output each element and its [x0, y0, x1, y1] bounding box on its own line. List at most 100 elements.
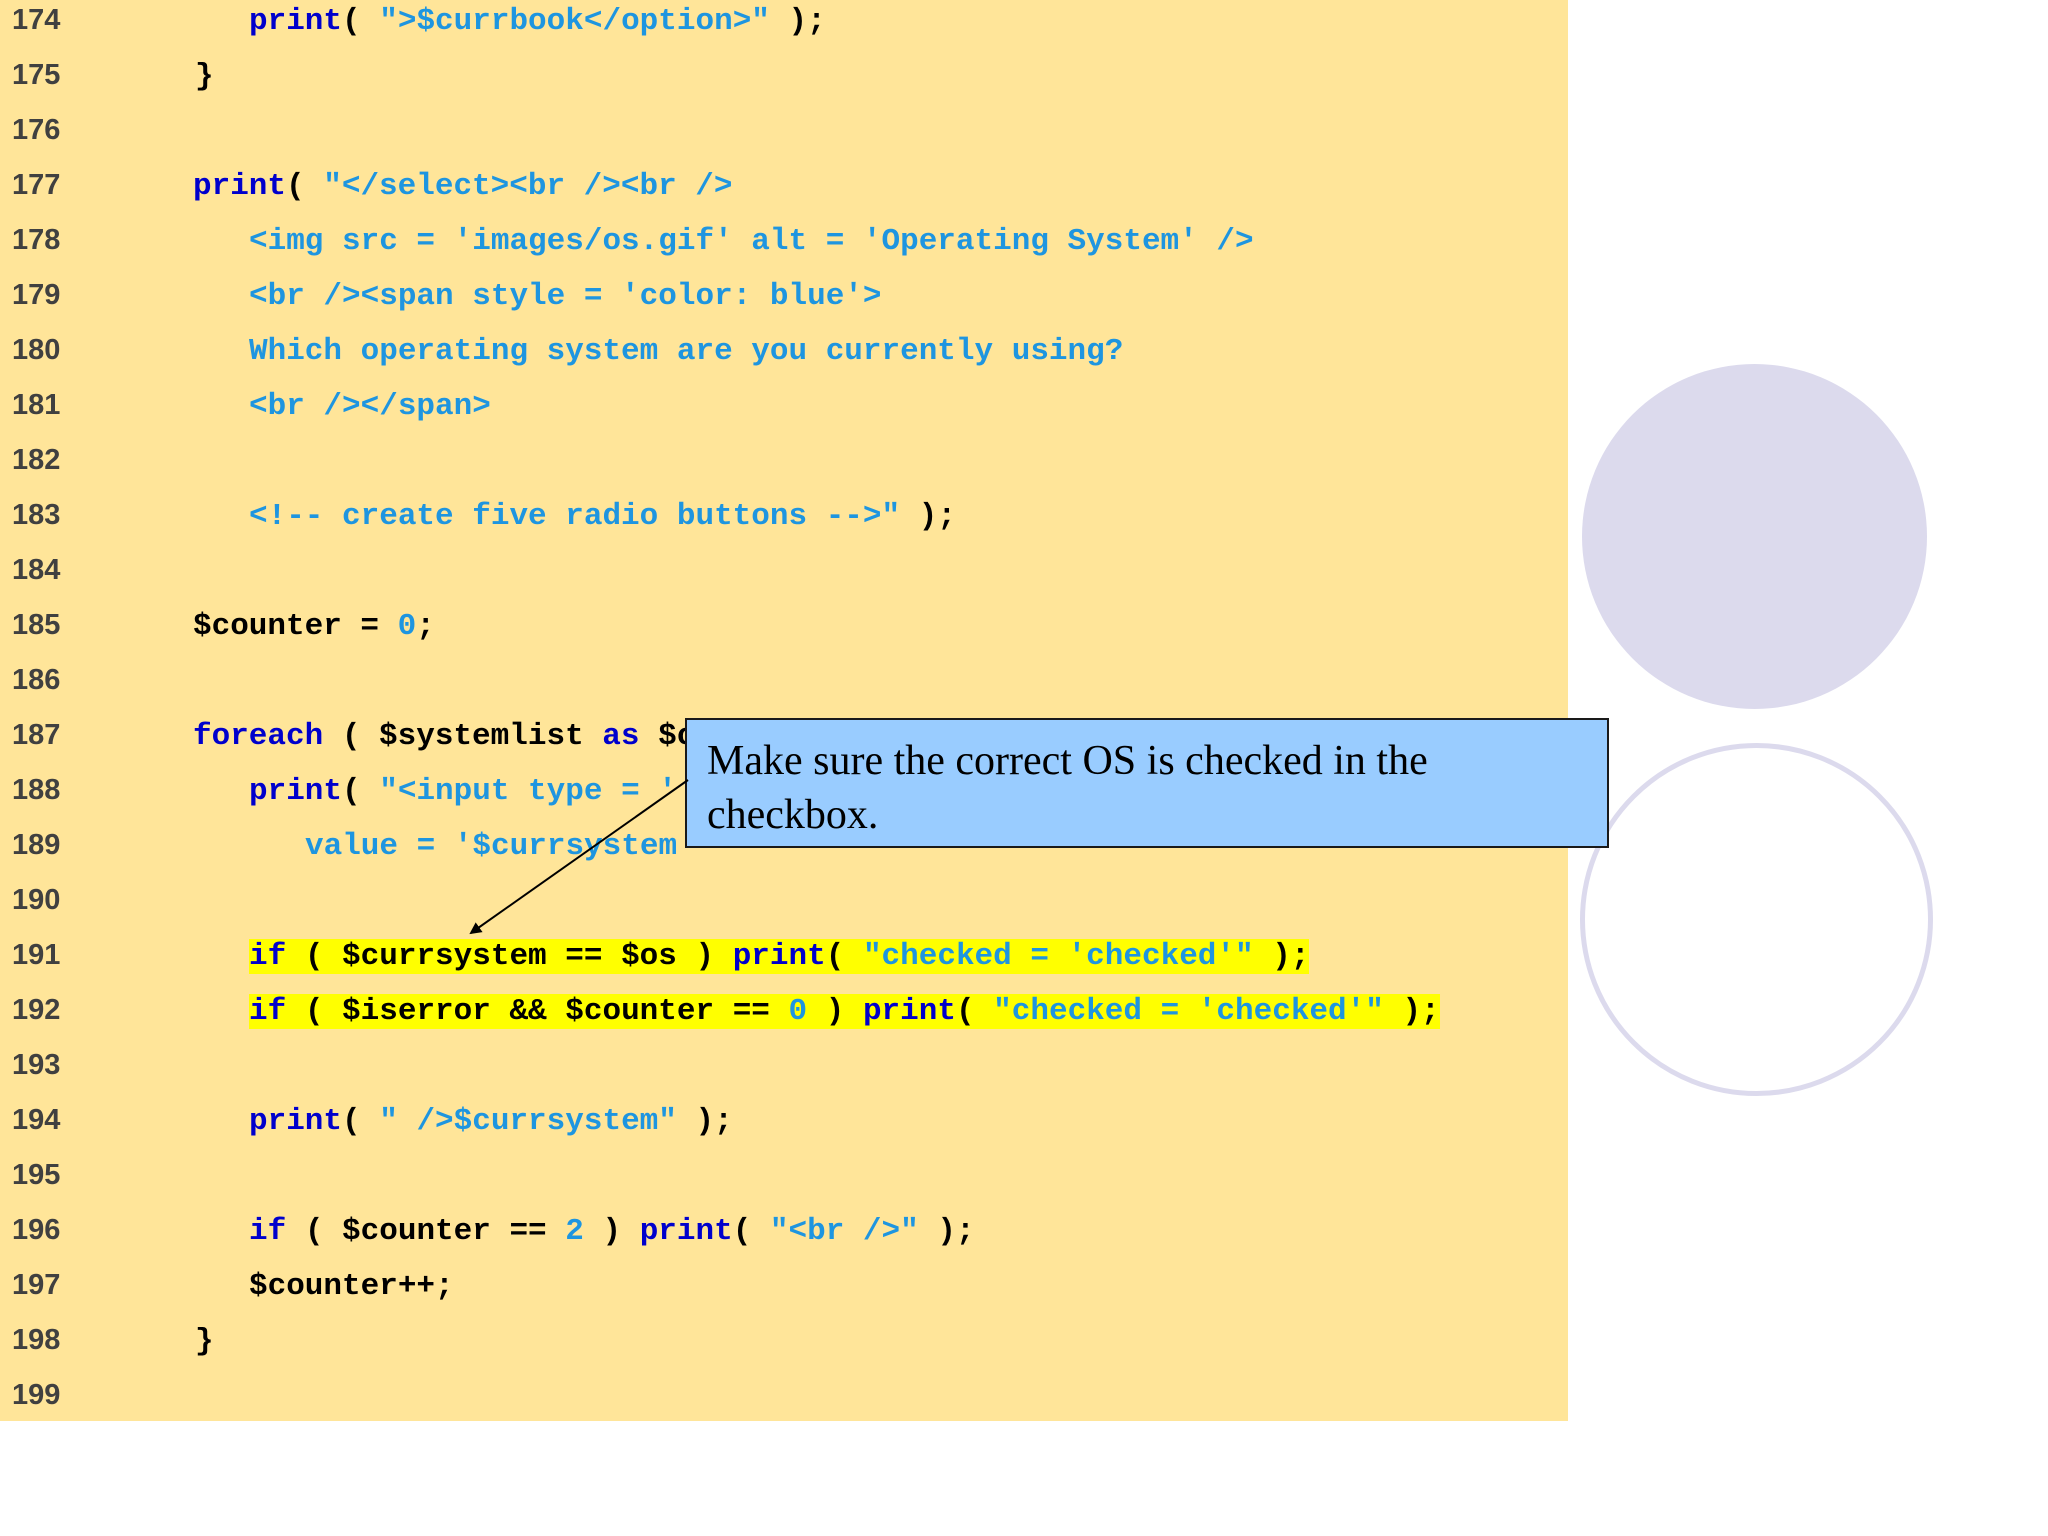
line-number: 181	[12, 389, 61, 421]
code-token-keyword: print	[249, 4, 343, 39]
code-token-default: ( $iserror && $counter ==	[286, 994, 789, 1029]
code-token-keyword: print	[862, 994, 956, 1029]
code-token-default: (	[732, 1214, 770, 1249]
code-token-default: );	[918, 1214, 975, 1249]
line-number: 197	[12, 1269, 61, 1301]
line-number: 175	[12, 59, 61, 91]
code-token-keyword: print	[193, 169, 287, 204]
code-token-default: (	[342, 774, 380, 809]
line-number: 184	[12, 554, 61, 586]
code-token-keyword: foreach	[193, 719, 324, 754]
code-token-keyword: if	[249, 1214, 287, 1249]
line-number: 180	[12, 334, 61, 366]
code-token-default: )	[583, 1214, 640, 1249]
code-token-string: <!-- create five radio buttons -->"	[249, 499, 901, 534]
code-line: foreach ( $systemlist as $c	[193, 717, 695, 757]
line-number: 198	[12, 1324, 61, 1356]
code-token-default: (	[825, 939, 863, 974]
code-line: $counter = 0;	[193, 607, 435, 647]
code-token-default: (	[342, 1104, 380, 1139]
line-number: 183	[12, 499, 61, 531]
line-number: 186	[12, 664, 61, 696]
code-line: <!-- create five radio buttons -->" );	[249, 497, 956, 537]
code-line: print( "</select><br /><br />	[193, 167, 733, 207]
code-line: value = '$currsystem	[305, 827, 677, 867]
code-token-string: <br /><span style = 'color: blue'>	[249, 279, 882, 314]
code-token-keyword: print	[639, 1214, 733, 1249]
code-line: print( ">$currbook</option>" );	[249, 2, 826, 42]
code-token-string: value = '$currsystem	[305, 829, 678, 864]
line-number: 179	[12, 279, 61, 311]
code-line: <br /><span style = 'color: blue'>	[249, 277, 882, 317]
code-token-keyword: as	[602, 719, 640, 754]
line-number: 195	[12, 1159, 61, 1191]
code-line: if ( $counter == 2 ) print( "<br />" );	[249, 1212, 975, 1252]
line-number: 187	[12, 719, 61, 751]
decorative-filled-circle	[1582, 364, 1927, 709]
line-number: 185	[12, 609, 61, 641]
code-token-default: }	[195, 59, 214, 94]
code-token-default: }	[195, 1324, 214, 1359]
code-line: $counter++;	[249, 1267, 454, 1307]
code-token-default: ( $systemlist	[323, 719, 603, 754]
line-number: 194	[12, 1104, 61, 1136]
code-token-default: $counter++;	[249, 1269, 454, 1304]
code-token-default: );	[769, 4, 826, 39]
code-token-default: (	[955, 994, 994, 1029]
line-number: 178	[12, 224, 61, 256]
code-line: }	[195, 57, 214, 97]
line-number: 182	[12, 444, 61, 476]
code-token-default: (	[286, 169, 324, 204]
code-line: <br /></span>	[249, 387, 491, 427]
code-token-keyword: if	[249, 994, 287, 1029]
line-number: 176	[12, 114, 61, 146]
code-token-string: " />$currsystem"	[379, 1104, 677, 1139]
line-number: 174	[12, 4, 61, 36]
code-token-number: 0	[788, 994, 808, 1029]
line-number: 192	[12, 994, 61, 1026]
code-token-keyword: print	[249, 774, 343, 809]
callout-text: Make sure the correct OS is checked in t…	[707, 738, 1428, 838]
code-line: print( "<input type = '	[249, 772, 677, 812]
code-token-string: <br /></span>	[249, 389, 491, 424]
code-token-number: 2	[565, 1214, 584, 1249]
code-token-string: "<input type = '	[379, 774, 677, 809]
code-token-default: ;	[416, 609, 435, 644]
code-token-string: "</select><br /><br />	[323, 169, 733, 204]
code-token-keyword: if	[249, 939, 287, 974]
code-line: Which operating system are you currently…	[249, 332, 1123, 372]
decorative-outline-circle	[1580, 743, 1933, 1096]
code-token-string: <img src = 'images/os.gif' alt = 'Operat…	[249, 224, 1254, 259]
code-token-string: "checked = 'checked'"	[993, 994, 1384, 1029]
code-token-default: );	[900, 499, 956, 534]
code-token-string: ">$currbook</option>"	[379, 4, 770, 39]
code-token-default: ( $counter ==	[286, 1214, 566, 1249]
code-token-string: "<br />"	[769, 1214, 919, 1249]
code-token-default: ( $currsystem == $os )	[286, 939, 733, 974]
code-line: if ( $currsystem == $os ) print( "checke…	[249, 937, 1310, 977]
line-number: 199	[12, 1379, 61, 1411]
line-number: 177	[12, 169, 61, 201]
code-token-default: )	[807, 994, 863, 1029]
code-token-default: );	[1383, 994, 1440, 1029]
code-line: <img src = 'images/os.gif' alt = 'Operat…	[249, 222, 1254, 262]
callout-note: Make sure the correct OS is checked in t…	[685, 718, 1609, 848]
code-line: }	[195, 1322, 214, 1362]
code-token-string: Which operating system are you currently…	[249, 334, 1124, 369]
code-token-keyword: print	[732, 939, 826, 974]
code-token-default: );	[1253, 939, 1310, 974]
code-line: if ( $iserror && $counter == 0 ) print( …	[249, 992, 1440, 1032]
code-token-default: (	[342, 4, 380, 39]
line-number: 190	[12, 884, 61, 916]
code-line: print( " />$currsystem" );	[249, 1102, 733, 1142]
code-token-number: 0	[397, 609, 417, 644]
code-token-default: $counter =	[193, 609, 398, 644]
line-number: 188	[12, 774, 61, 806]
line-number: 196	[12, 1214, 61, 1246]
line-number: 189	[12, 829, 61, 861]
code-token-keyword: print	[249, 1104, 343, 1139]
line-number: 193	[12, 1049, 61, 1081]
line-number: 191	[12, 939, 61, 971]
code-token-string: "checked = 'checked'"	[862, 939, 1254, 974]
